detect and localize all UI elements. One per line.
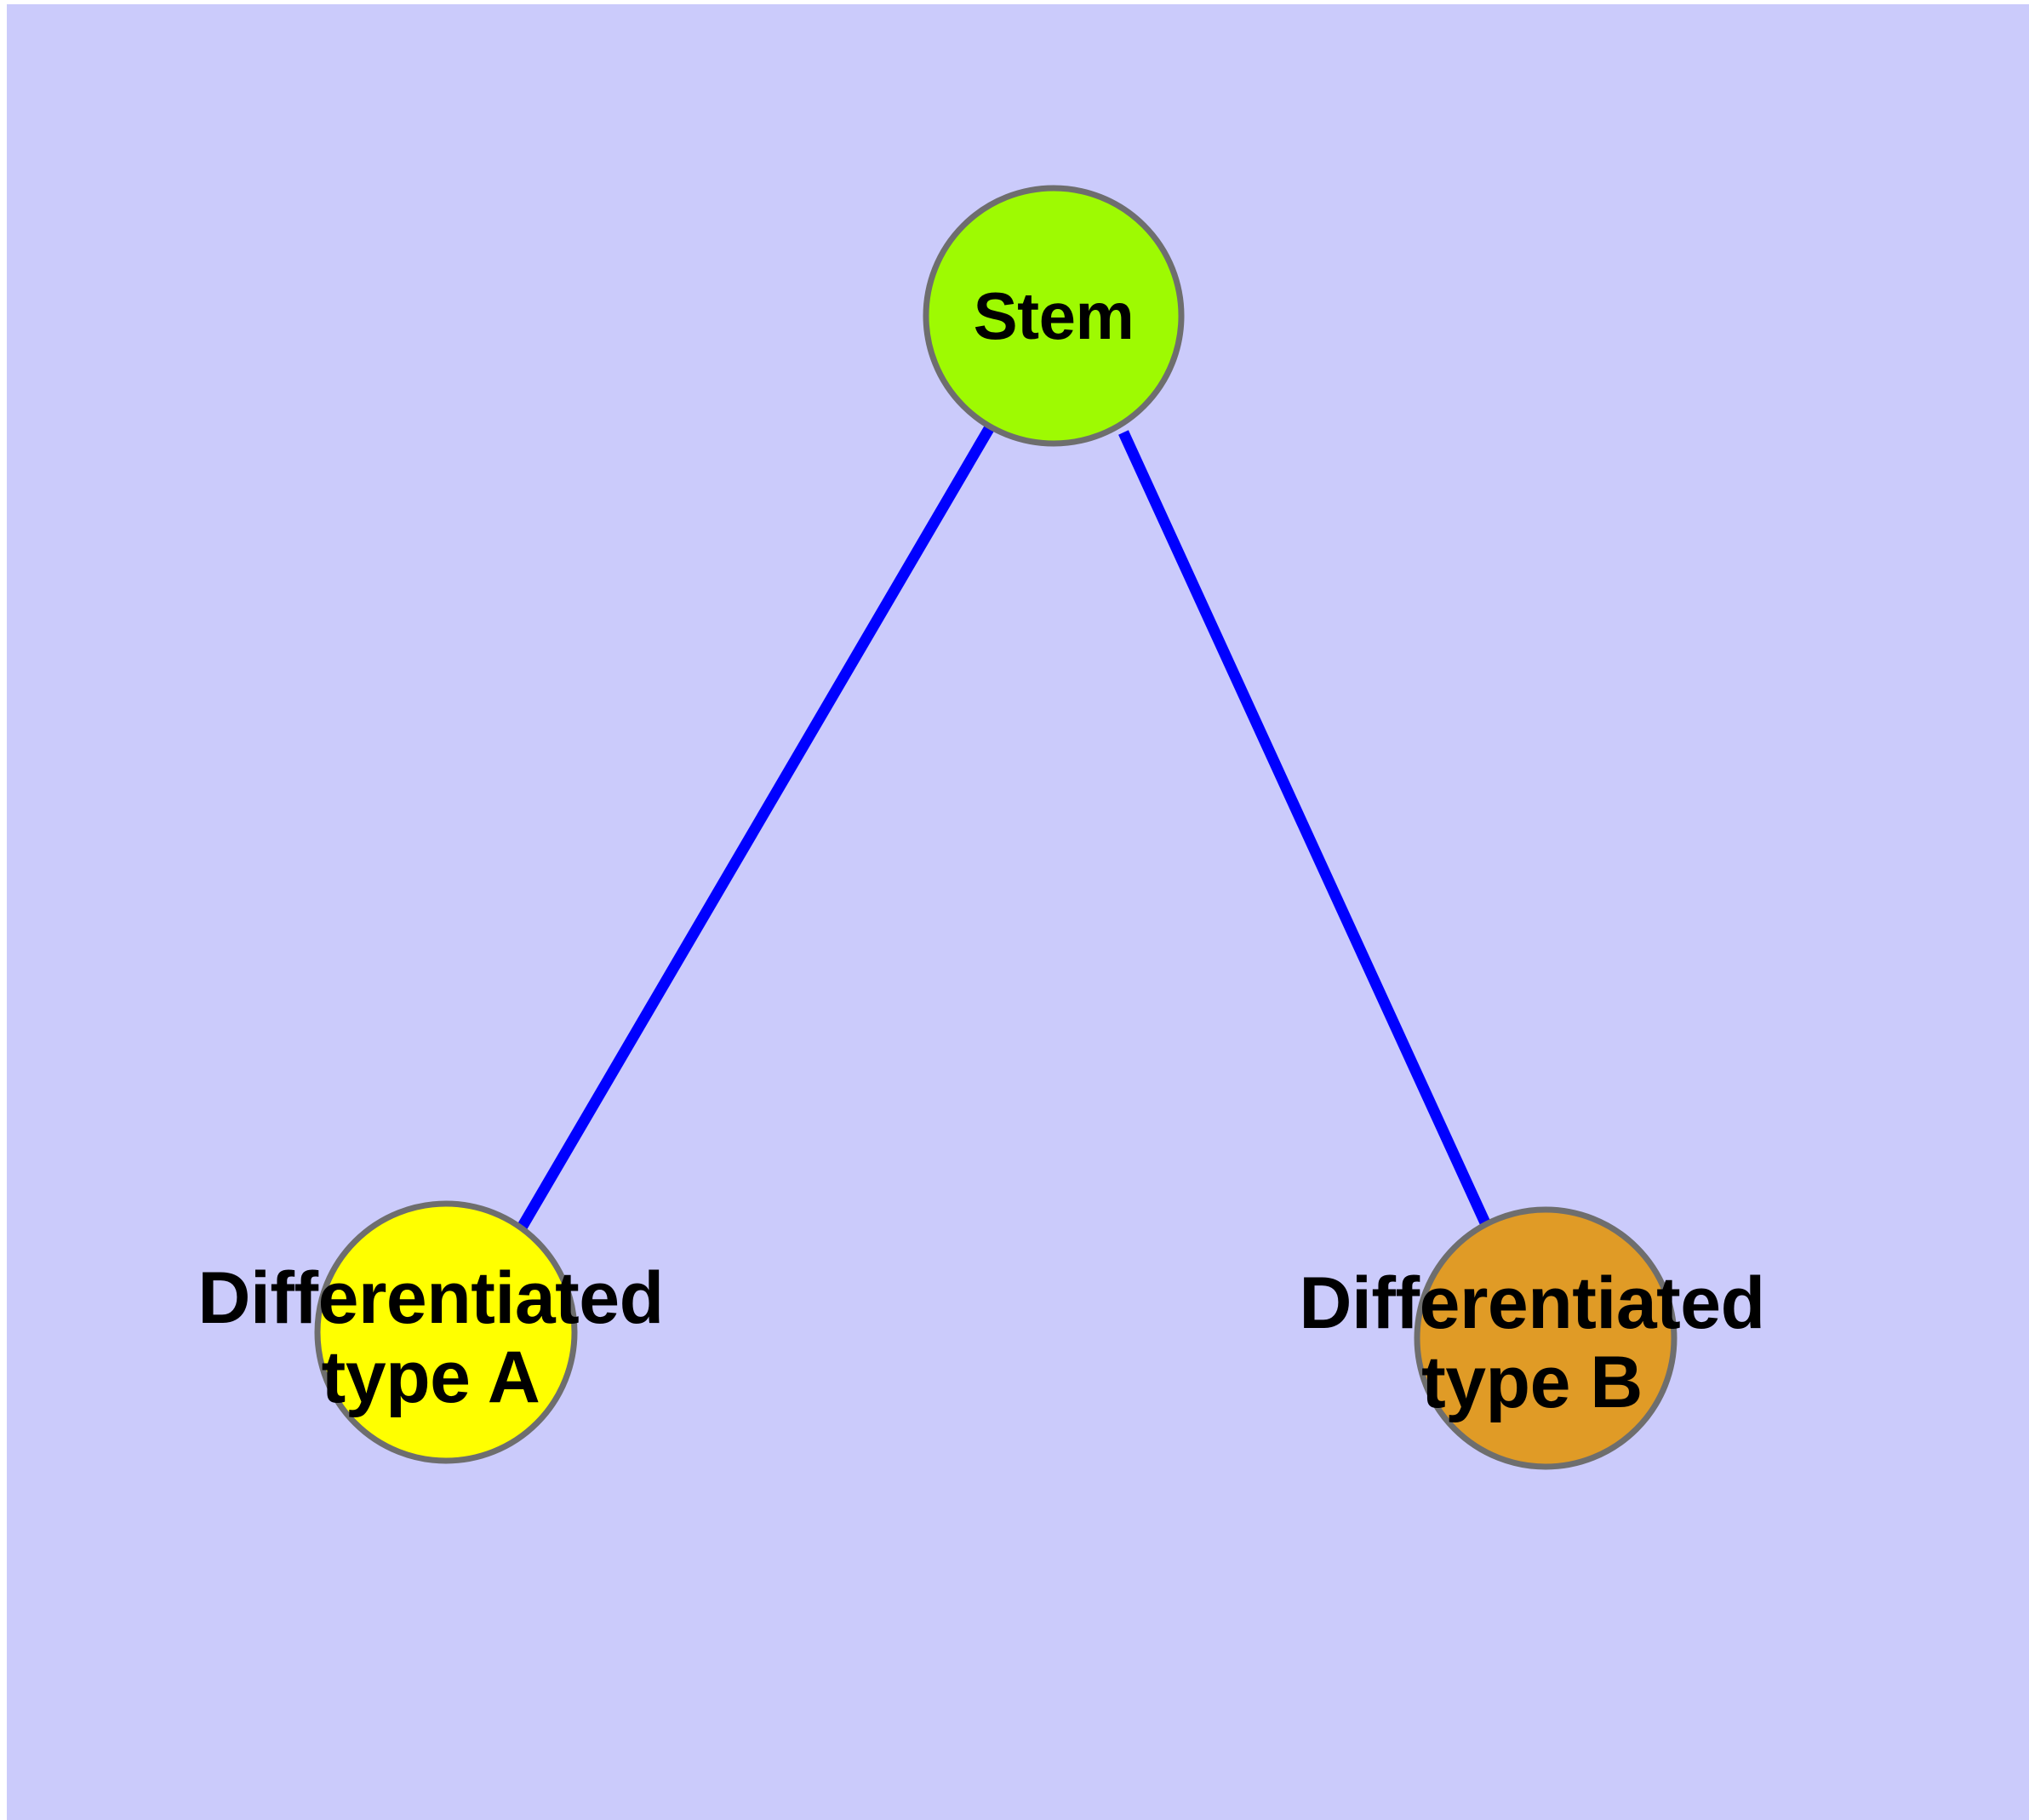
edge-stem-to-differentiated-type-b[interactable] [1118, 430, 1493, 1231]
node-layer [314, 185, 1677, 1470]
node-stem[interactable] [923, 185, 1185, 447]
edge-layer [517, 424, 1493, 1231]
node-differentiated-type-a[interactable] [314, 1200, 578, 1464]
edge-stem-to-differentiated-type-a[interactable] [517, 424, 995, 1231]
node-differentiated-type-b[interactable] [1414, 1206, 1677, 1470]
